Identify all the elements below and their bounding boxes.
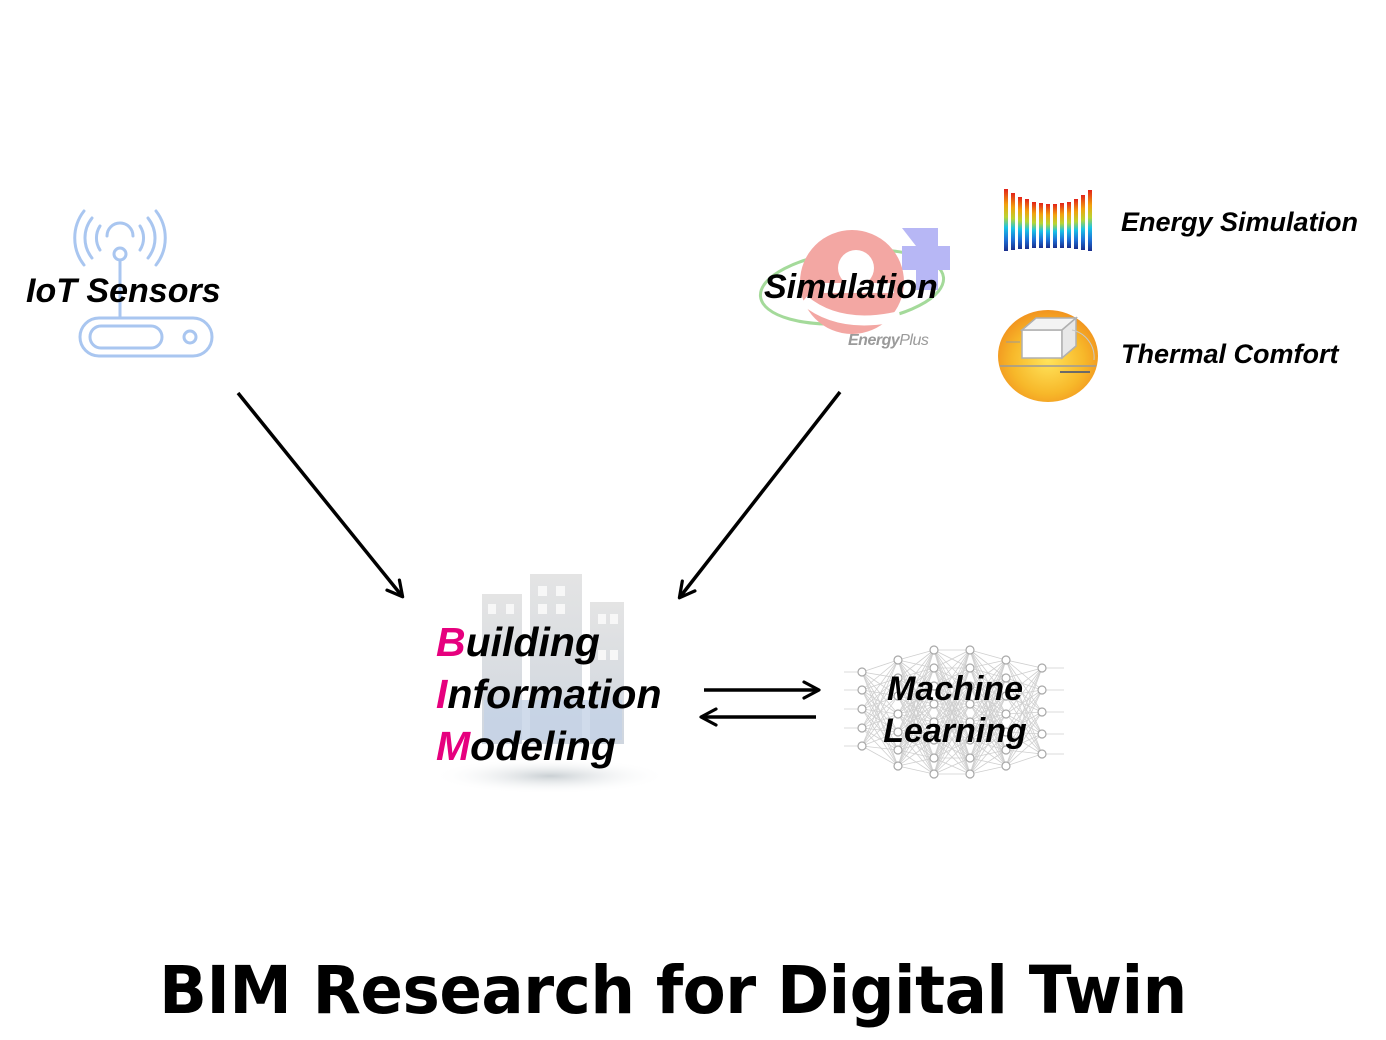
nn-node [893,673,903,683]
nn-node [893,709,903,719]
energyplus-logo-icon [758,228,950,334]
nn-node [1001,709,1011,719]
arrow-iot-to-bim [236,391,405,599]
nn-node [1037,685,1047,695]
nn-node [965,753,975,763]
nn-node [929,717,939,727]
energyplus-wordmark: EnergyPlus [848,332,929,350]
nn-node [929,663,939,673]
nn-node [929,645,939,655]
nn-node [857,704,867,714]
nn-node [893,761,903,771]
nn-node [1001,655,1011,665]
nn-node [929,753,939,763]
nn-node [1037,729,1047,739]
nn-node [965,663,975,673]
nn-node [929,699,939,709]
nn-node [857,741,867,751]
thermal-model-icon [998,310,1098,402]
bim-initial-b: B [436,619,466,665]
building-bim-icon [432,574,668,794]
machine-learning-label: Machine Learning [842,668,1068,752]
nn-node [857,723,867,733]
nn-node [857,667,867,677]
energy-heatmap-icon [1004,189,1092,251]
router-wifi-icon [73,209,214,358]
nn-node [857,685,867,695]
nn-node [1001,761,1011,771]
nn-node [965,717,975,727]
bim-rest-information: nformation [447,671,662,717]
bim-line-information: Information [436,668,662,720]
neural-network-icon [844,645,1064,779]
ml-line-2: Learning [883,712,1027,750]
bim-rest-modeling: odeling [470,723,616,769]
bim-line-building: Building [436,616,662,668]
arrow-simulation-to-bim [677,390,842,600]
nn-node [965,735,975,745]
thermal-comfort-label: Thermal Comfort [1121,339,1339,369]
nn-node [893,655,903,665]
nn-node [1001,727,1011,737]
bim-line-modeling: Modeling [436,720,662,772]
nn-node [965,645,975,655]
nn-connections [844,649,1064,775]
bim-initial-m: M [436,723,471,769]
iot-sensors-label: IoT Sensors [26,272,221,310]
bim-label: Building Information Modeling [436,616,662,772]
nn-node [1001,691,1011,701]
nn-node [893,691,903,701]
simulation-label: Simulation [764,268,938,306]
energyplus-wordmark-main: Energy [848,332,900,349]
nn-node [929,769,939,779]
nn-node [965,699,975,709]
nn-node [965,681,975,691]
bim-initial-i: I [436,671,448,717]
nn-node [929,681,939,691]
nn-node [929,735,939,745]
nn-node [893,745,903,755]
nn-node [965,769,975,779]
nn-node [1001,745,1011,755]
bim-rest-building: uilding [465,619,600,665]
ml-line-1: Machine [886,670,1024,708]
nn-node [1037,749,1047,759]
page-title: BIM Research for Digital Twin [159,952,1187,1029]
nn-node [1001,673,1011,683]
nn-node [893,727,903,737]
energy-simulation-label: Energy Simulation [1121,207,1359,237]
nn-node [1037,663,1047,673]
energyplus-wordmark-suffix: Plus [899,332,929,349]
nn-node [1037,707,1047,717]
